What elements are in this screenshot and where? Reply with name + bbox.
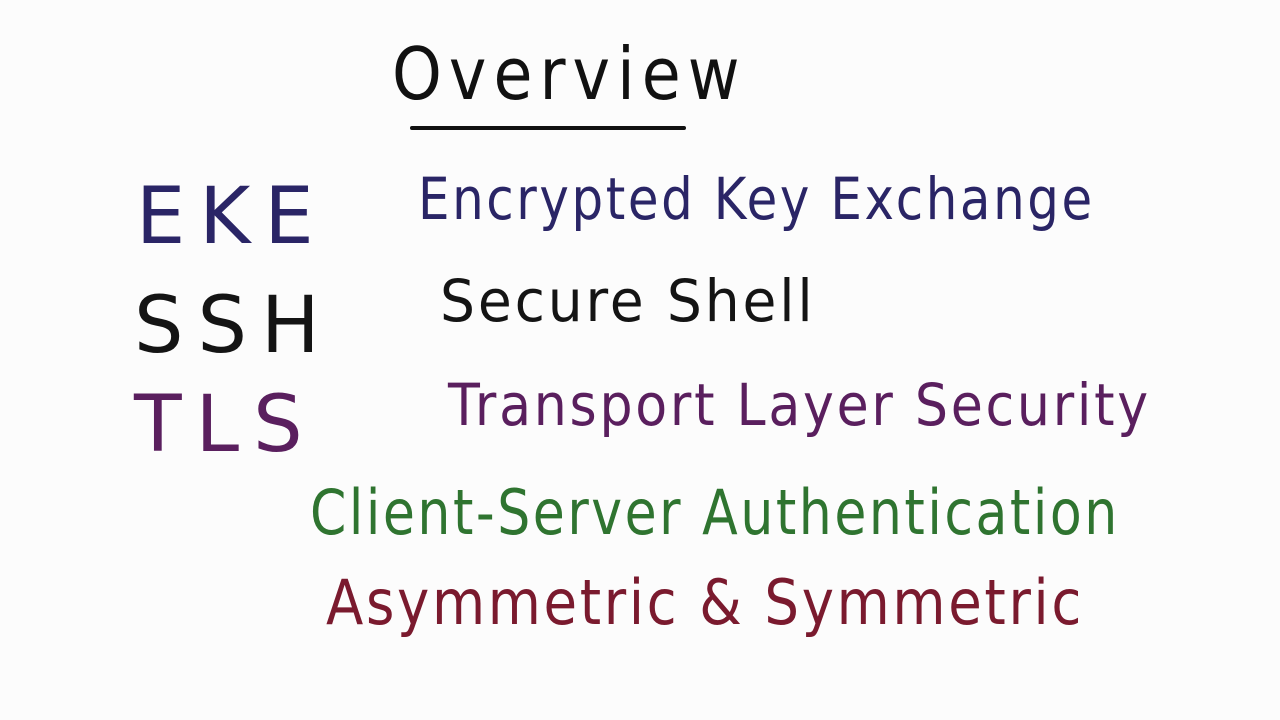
concept-asymmetric-symmetric: Asymmetric & Symmetric [326, 566, 1084, 639]
acronym-tls: TLS [134, 380, 317, 470]
acronym-eke: EKE [136, 172, 328, 262]
acronym-ssh: SSH [134, 281, 334, 371]
acronym-eke-expansion: Encrypted Key Exchange [418, 165, 1095, 233]
concept-client-server-authentication: Client-Server Authentication [310, 476, 1120, 549]
acronym-ssh-expansion: Secure Shell [440, 267, 816, 335]
acronym-tls-expansion: Transport Layer Security [448, 371, 1151, 439]
title-underline [410, 126, 686, 130]
slide-title: Overview [392, 32, 747, 116]
